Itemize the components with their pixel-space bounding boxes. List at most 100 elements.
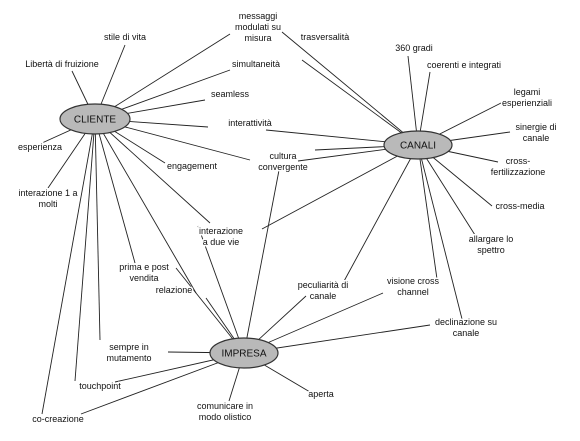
concept-label-cultura-line: cultura [269, 151, 296, 161]
concept-label-simultaneita-line: simultaneità [232, 59, 280, 69]
concept-label-allargare-line: spettro [477, 245, 505, 255]
connector-cliente-2 [94, 33, 231, 120]
concept-label-peculiarita-line: peculiarità di [298, 280, 349, 290]
concept-label-seamless: seamless [211, 89, 250, 99]
concept-label-messaggi-line: messaggi [239, 11, 278, 21]
concept-label-legami-line: esperienziali [502, 98, 552, 108]
concept-label-seamless-line: seamless [211, 89, 250, 99]
concept-label-peculiarita-line: canale [310, 291, 337, 301]
hub-canali: CANALI [383, 130, 453, 160]
concept-label-touchpoint: touchpoint [79, 381, 121, 391]
concept-label-crossmedia-line: cross-media [495, 201, 544, 211]
concept-label-interazione1-line: molti [38, 199, 57, 209]
concept-label-visione-line: channel [397, 287, 429, 297]
concept-label-cocreazione: co-creazione [32, 414, 84, 424]
concept-label-engagement: engagement [167, 161, 218, 171]
concept-label-esperienza-line: esperienza [18, 142, 62, 152]
concept-label-interattivita: interattività [228, 118, 272, 128]
concept-label-declinazione-line: canale [453, 328, 480, 338]
concept-label-declinazione-line: declinazione su [435, 317, 497, 327]
concept-label-sinergie-line: canale [523, 133, 550, 143]
concept-label-fertilizzazione-line: cross- [506, 156, 531, 166]
connector-canali-17 [301, 59, 419, 146]
concept-label-stile: stile di vita [104, 32, 146, 42]
connector-impresa-43 [80, 352, 245, 415]
concept-label-trasversalita-line: trasversalità [301, 32, 350, 42]
concept-label-crossmedia: cross-media [495, 201, 544, 211]
concept-label-comunicare-line: comunicare in [197, 401, 253, 411]
connector-impresa-32 [243, 164, 281, 354]
concept-label-interattivita-line: interattività [228, 118, 272, 128]
concept-label-aperta-line: aperta [308, 389, 334, 399]
hub-canali-label: CANALI [400, 141, 436, 152]
concept-label-sempre-line: sempre in [109, 342, 149, 352]
hub-cliente-label: CLIENTE [74, 115, 117, 126]
connector-canali-24 [417, 144, 476, 236]
concept-label-messaggi-line: misura [244, 33, 271, 43]
connector-cliente-12 [94, 118, 197, 294]
connector-canali-30 [417, 144, 438, 280]
concept-label-aperta: aperta [308, 389, 334, 399]
connector-cliente-15 [41, 118, 96, 415]
connector-cliente-11 [94, 118, 136, 264]
concept-label-allargare-line: allargare lo [469, 234, 514, 244]
concept-label-stile-line: stile di vita [104, 32, 146, 42]
concept-label-liberta-line: Libertà di fruizione [25, 59, 99, 69]
concept-label-fertilizzazione: cross-fertilizzazione [491, 156, 546, 177]
concept-label-primapost-line: prima e post [119, 262, 169, 272]
connector-canali-16 [281, 31, 419, 146]
concept-label-messaggi-line: modulati su [235, 22, 281, 32]
concept-label-legami-line: legami [514, 87, 541, 97]
connector-canali-29 [342, 144, 419, 284]
concept-label-engagement-line: engagement [167, 161, 218, 171]
concept-label-sempre-line: mutamento [106, 353, 151, 363]
connector-canali-27 [261, 144, 419, 230]
concept-label-touchpoint-line: touchpoint [79, 381, 121, 391]
concept-label-duevie-line: a due vie [203, 237, 240, 247]
hub-impresa: IMPRESA [209, 337, 279, 369]
concept-label-simultaneita: simultaneità [232, 59, 280, 69]
concept-label-visione-line: visione cross [387, 276, 440, 286]
concept-label-sinergie-line: sinergie di [515, 122, 556, 132]
concept-label-coerenti-line: coerenti e integrati [427, 60, 501, 70]
connector-canali-31 [417, 144, 463, 320]
connector-impresa-33 [197, 225, 245, 354]
concept-label-relazione-line: relazione [156, 285, 193, 295]
concept-label-interazione1-line: interazione 1 a [18, 188, 77, 198]
hub-cliente: CLIENTE [59, 103, 131, 135]
concept-label-primapost-line: vendita [129, 273, 158, 283]
concept-label-relazione: relazione [156, 285, 193, 295]
concept-label-liberta: Libertà di fruizione [25, 59, 99, 69]
connector-cliente-14 [74, 118, 96, 382]
concept-label-coerenti: coerenti e integrati [427, 60, 501, 70]
concept-label-esperienza: esperienza [18, 142, 62, 152]
concept-label-fertilizzazione-line: fertilizzazione [491, 167, 546, 177]
hub-impresa-label: IMPRESA [221, 349, 266, 360]
concept-label-duevie-line: interazione [199, 226, 243, 236]
concept-label-gradi360: 360 gradi [395, 43, 433, 53]
concept-label-cultura-line: convergente [258, 162, 308, 172]
concept-label-gradi360-line: 360 gradi [395, 43, 433, 53]
concept-label-trasversalita: trasversalità [301, 32, 350, 42]
concept-label-cocreazione-line: co-creazione [32, 414, 84, 424]
connector-cliente-13 [94, 118, 101, 341]
connector-canali-18 [407, 55, 419, 146]
concept-label-comunicare-line: modo olistico [199, 412, 252, 422]
connector-cliente-10 [94, 118, 211, 224]
hubs: CLIENTE CANALI IMPRESA [59, 103, 453, 369]
